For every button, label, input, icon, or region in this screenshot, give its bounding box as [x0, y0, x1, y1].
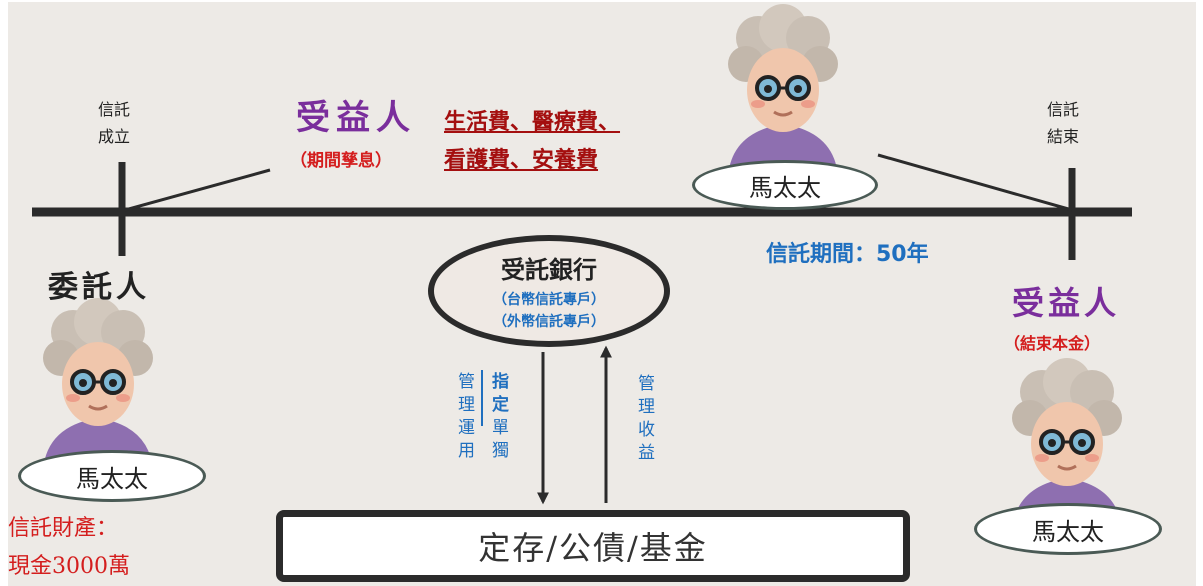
flow-manage-use-label: 管理運用	[454, 372, 474, 464]
interim-beneficiary-connector	[124, 168, 271, 212]
trust-property-line2: 現金3000萬	[8, 554, 130, 579]
trust-property-line1: 信託財產：	[8, 516, 119, 541]
interim-uses-line2: 看護費、安養費	[444, 147, 599, 173]
interim-beneficiary-name: 馬太太	[749, 173, 821, 202]
flow-designate-label-divider	[481, 370, 483, 426]
settlor-title: 委託人	[48, 270, 150, 305]
final-beneficiary-title: 受益人	[1012, 284, 1121, 322]
trustee-bank-title: 受託銀行	[501, 255, 597, 284]
investments-box: 定存/公債/基金	[276, 510, 910, 582]
interim-beneficiary-name-oval: 馬太太	[692, 160, 878, 210]
timeline-start-label: 信託成立	[98, 100, 131, 146]
trust-period-label: 信託期間：50年	[766, 242, 929, 267]
settlor-name: 馬太太	[76, 464, 148, 493]
interim-beneficiary-title: 受益人	[296, 98, 416, 138]
grandmother-icon	[728, 4, 838, 176]
final-beneficiary-subtitle: （結束本金）	[1004, 334, 1101, 353]
grandmother-icon	[43, 298, 153, 470]
final-beneficiary-name: 馬太太	[1032, 517, 1104, 546]
timeline-end-label: 信託結束	[1047, 100, 1080, 146]
trustee-bank-twd-account: （台幣信託專戶）	[493, 291, 605, 308]
flow-manage-income-label: 管理收益	[634, 374, 654, 466]
interim-beneficiary-subtitle: （期間孳息）	[290, 151, 392, 171]
final-beneficiary-name-oval: 馬太太	[974, 503, 1162, 555]
investments-label: 定存/公債/基金	[478, 529, 708, 567]
interim-uses-line1: 生活費、醫療費、	[444, 109, 621, 135]
trustee-bank-fx-account: （外幣信託專戶）	[493, 313, 605, 330]
trustee-bank-oval: 受託銀行 （台幣信託專戶） （外幣信託專戶）	[428, 235, 670, 347]
settlor-name-oval: 馬太太	[18, 450, 206, 502]
flow-designate-label: 指定單獨	[488, 372, 508, 464]
final-connector	[877, 153, 1073, 212]
